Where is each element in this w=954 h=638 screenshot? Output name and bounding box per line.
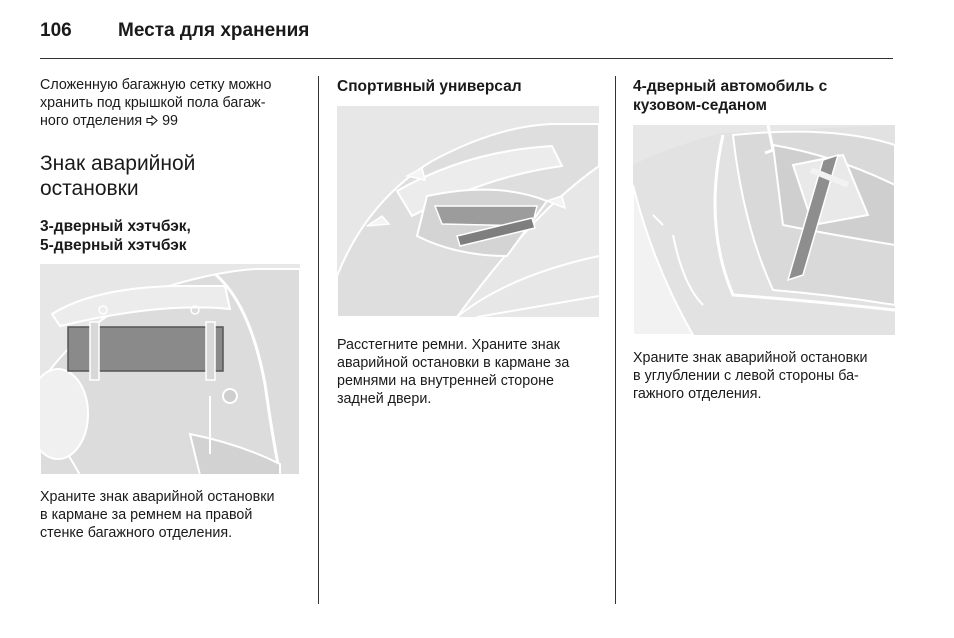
- wagon-caption: Расстегните ремни. Храните знак аварийно…: [337, 336, 599, 408]
- wagon-caption-line-1: Расстегните ремни. Храните знак: [337, 337, 560, 353]
- page-header: 106 Места для хранения: [40, 20, 893, 59]
- wagon-caption-line-2: аварийной остановки в кармане за: [337, 355, 570, 371]
- column-1: Сложенную багажную сетку можно хранить п…: [40, 76, 302, 542]
- wagon-illustration: [337, 106, 599, 317]
- column-divider-1: [318, 76, 319, 604]
- hatchback-caption-line-2: в кармане за ремнем на правой: [40, 507, 253, 523]
- intro-line-3: ного отделения: [40, 113, 143, 129]
- sedan-caption-line-2: в углублении с левой стороны ба-: [633, 368, 859, 384]
- sedan-caption-line-1: Храните знак аварийной остановки: [633, 350, 868, 366]
- section-heading-line-2: остановки: [40, 177, 139, 200]
- column-2: Спортивный универсал Расстегните ремни. …: [337, 76, 599, 408]
- sedan-illustration: [633, 125, 895, 335]
- wagon-subheading: Спортивный универсал: [337, 78, 522, 95]
- hatchback-illustration: [40, 264, 300, 475]
- sedan-subheading-line-1: 4-дверный автомобиль с: [633, 78, 828, 95]
- hatchback-subheading-line-2: 5-дверный хэтчбэк: [40, 237, 187, 254]
- intro-line-1: Сложенную багажную сетку можно: [40, 77, 272, 93]
- sedan-subheading: 4-дверный автомобиль с кузовом-седаном: [633, 77, 895, 115]
- page-number: 106: [40, 20, 72, 41]
- sedan-subheading-line-2: кузовом-седаном: [633, 97, 767, 114]
- hatchback-caption-line-3: стенке багажного отделения.: [40, 525, 233, 541]
- column-divider-2: [615, 76, 616, 604]
- intro-paragraph: Сложенную багажную сетку можно хранить п…: [40, 76, 302, 130]
- intro-page-reference[interactable]: 99: [162, 113, 178, 129]
- column-3: 4-дверный автомобиль с кузовом-седаном Х…: [633, 76, 895, 403]
- header-divider: [40, 58, 893, 59]
- wagon-caption-line-4: задней двери.: [337, 391, 432, 407]
- reference-arrow-icon[interactable]: [146, 113, 158, 127]
- sedan-caption-line-3: гажного отделения.: [633, 386, 762, 402]
- wagon-caption-line-3: ремнями на внутренней стороне: [337, 373, 555, 389]
- sedan-caption: Храните знак аварийной остановки в углуб…: [633, 349, 895, 403]
- page-title: Места для хранения: [118, 20, 310, 41]
- hatchback-caption-line-1: Храните знак аварийной остановки: [40, 489, 275, 505]
- intro-line-2: хранить под крышкой пола багаж-: [40, 95, 266, 111]
- hatchback-subheading: 3-дверный хэтчбэк, 5-дверный хэтчбэк: [40, 217, 302, 255]
- section-heading-line-1: Знак аварийной: [40, 152, 196, 175]
- hatchback-subheading-line-1: 3-дверный хэтчбэк,: [40, 218, 191, 235]
- section-heading: Знак аварийной остановки: [40, 151, 302, 201]
- hatchback-caption: Храните знак аварийной остановки в карма…: [40, 488, 302, 542]
